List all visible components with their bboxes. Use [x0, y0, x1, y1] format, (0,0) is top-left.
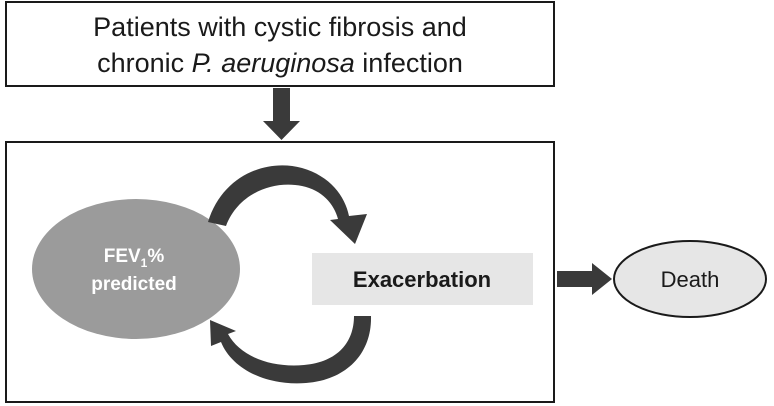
population-line-2-organism: P. aeruginosa [192, 48, 355, 78]
fev-ellipse [32, 199, 240, 339]
death-ellipse [613, 240, 767, 318]
death-label: Death [661, 267, 720, 292]
exacerbation-label: Exacerbation [353, 267, 491, 292]
exacerbation-node: Exacerbation [312, 253, 533, 305]
curved-arrow-to-fev [210, 316, 372, 384]
svg-text:FEV1%: FEV1% [104, 246, 165, 270]
upper-arc [208, 165, 367, 244]
fev-label-prefix: FEV [104, 246, 141, 267]
lower-arc [210, 316, 372, 384]
population-box: Patients with cystic fibrosis and chroni… [5, 1, 555, 87]
population-line-2-prefix: chronic [97, 48, 192, 78]
right-arrow [557, 263, 612, 295]
svg-text:Patients with cystic fibrosis: Patients with cystic fibrosis and [93, 12, 467, 42]
fev-label-suffix: % [147, 246, 164, 267]
svg-text:predicted: predicted [91, 274, 177, 295]
exacerbation-box [312, 253, 533, 305]
svg-text:Death: Death [661, 267, 720, 292]
down-arrow [263, 88, 300, 140]
down-arrow-shape [263, 88, 300, 140]
population-line-1: Patients with cystic fibrosis and [93, 12, 467, 42]
population-box-frame [5, 1, 555, 87]
population-line-2-suffix: infection [355, 48, 463, 78]
fev-label-subscript: 1 [141, 256, 148, 270]
svg-text:chronic P. aeruginosa infectio: chronic P. aeruginosa infection [97, 48, 463, 78]
fev-node: FEV1% predicted [32, 199, 240, 339]
curved-arrow-to-exacerbation [208, 165, 367, 244]
death-node: Death [613, 240, 767, 318]
svg-text:Exacerbation: Exacerbation [353, 267, 491, 292]
fev-label-line-2: predicted [91, 274, 177, 295]
right-arrow-shape [557, 263, 612, 295]
